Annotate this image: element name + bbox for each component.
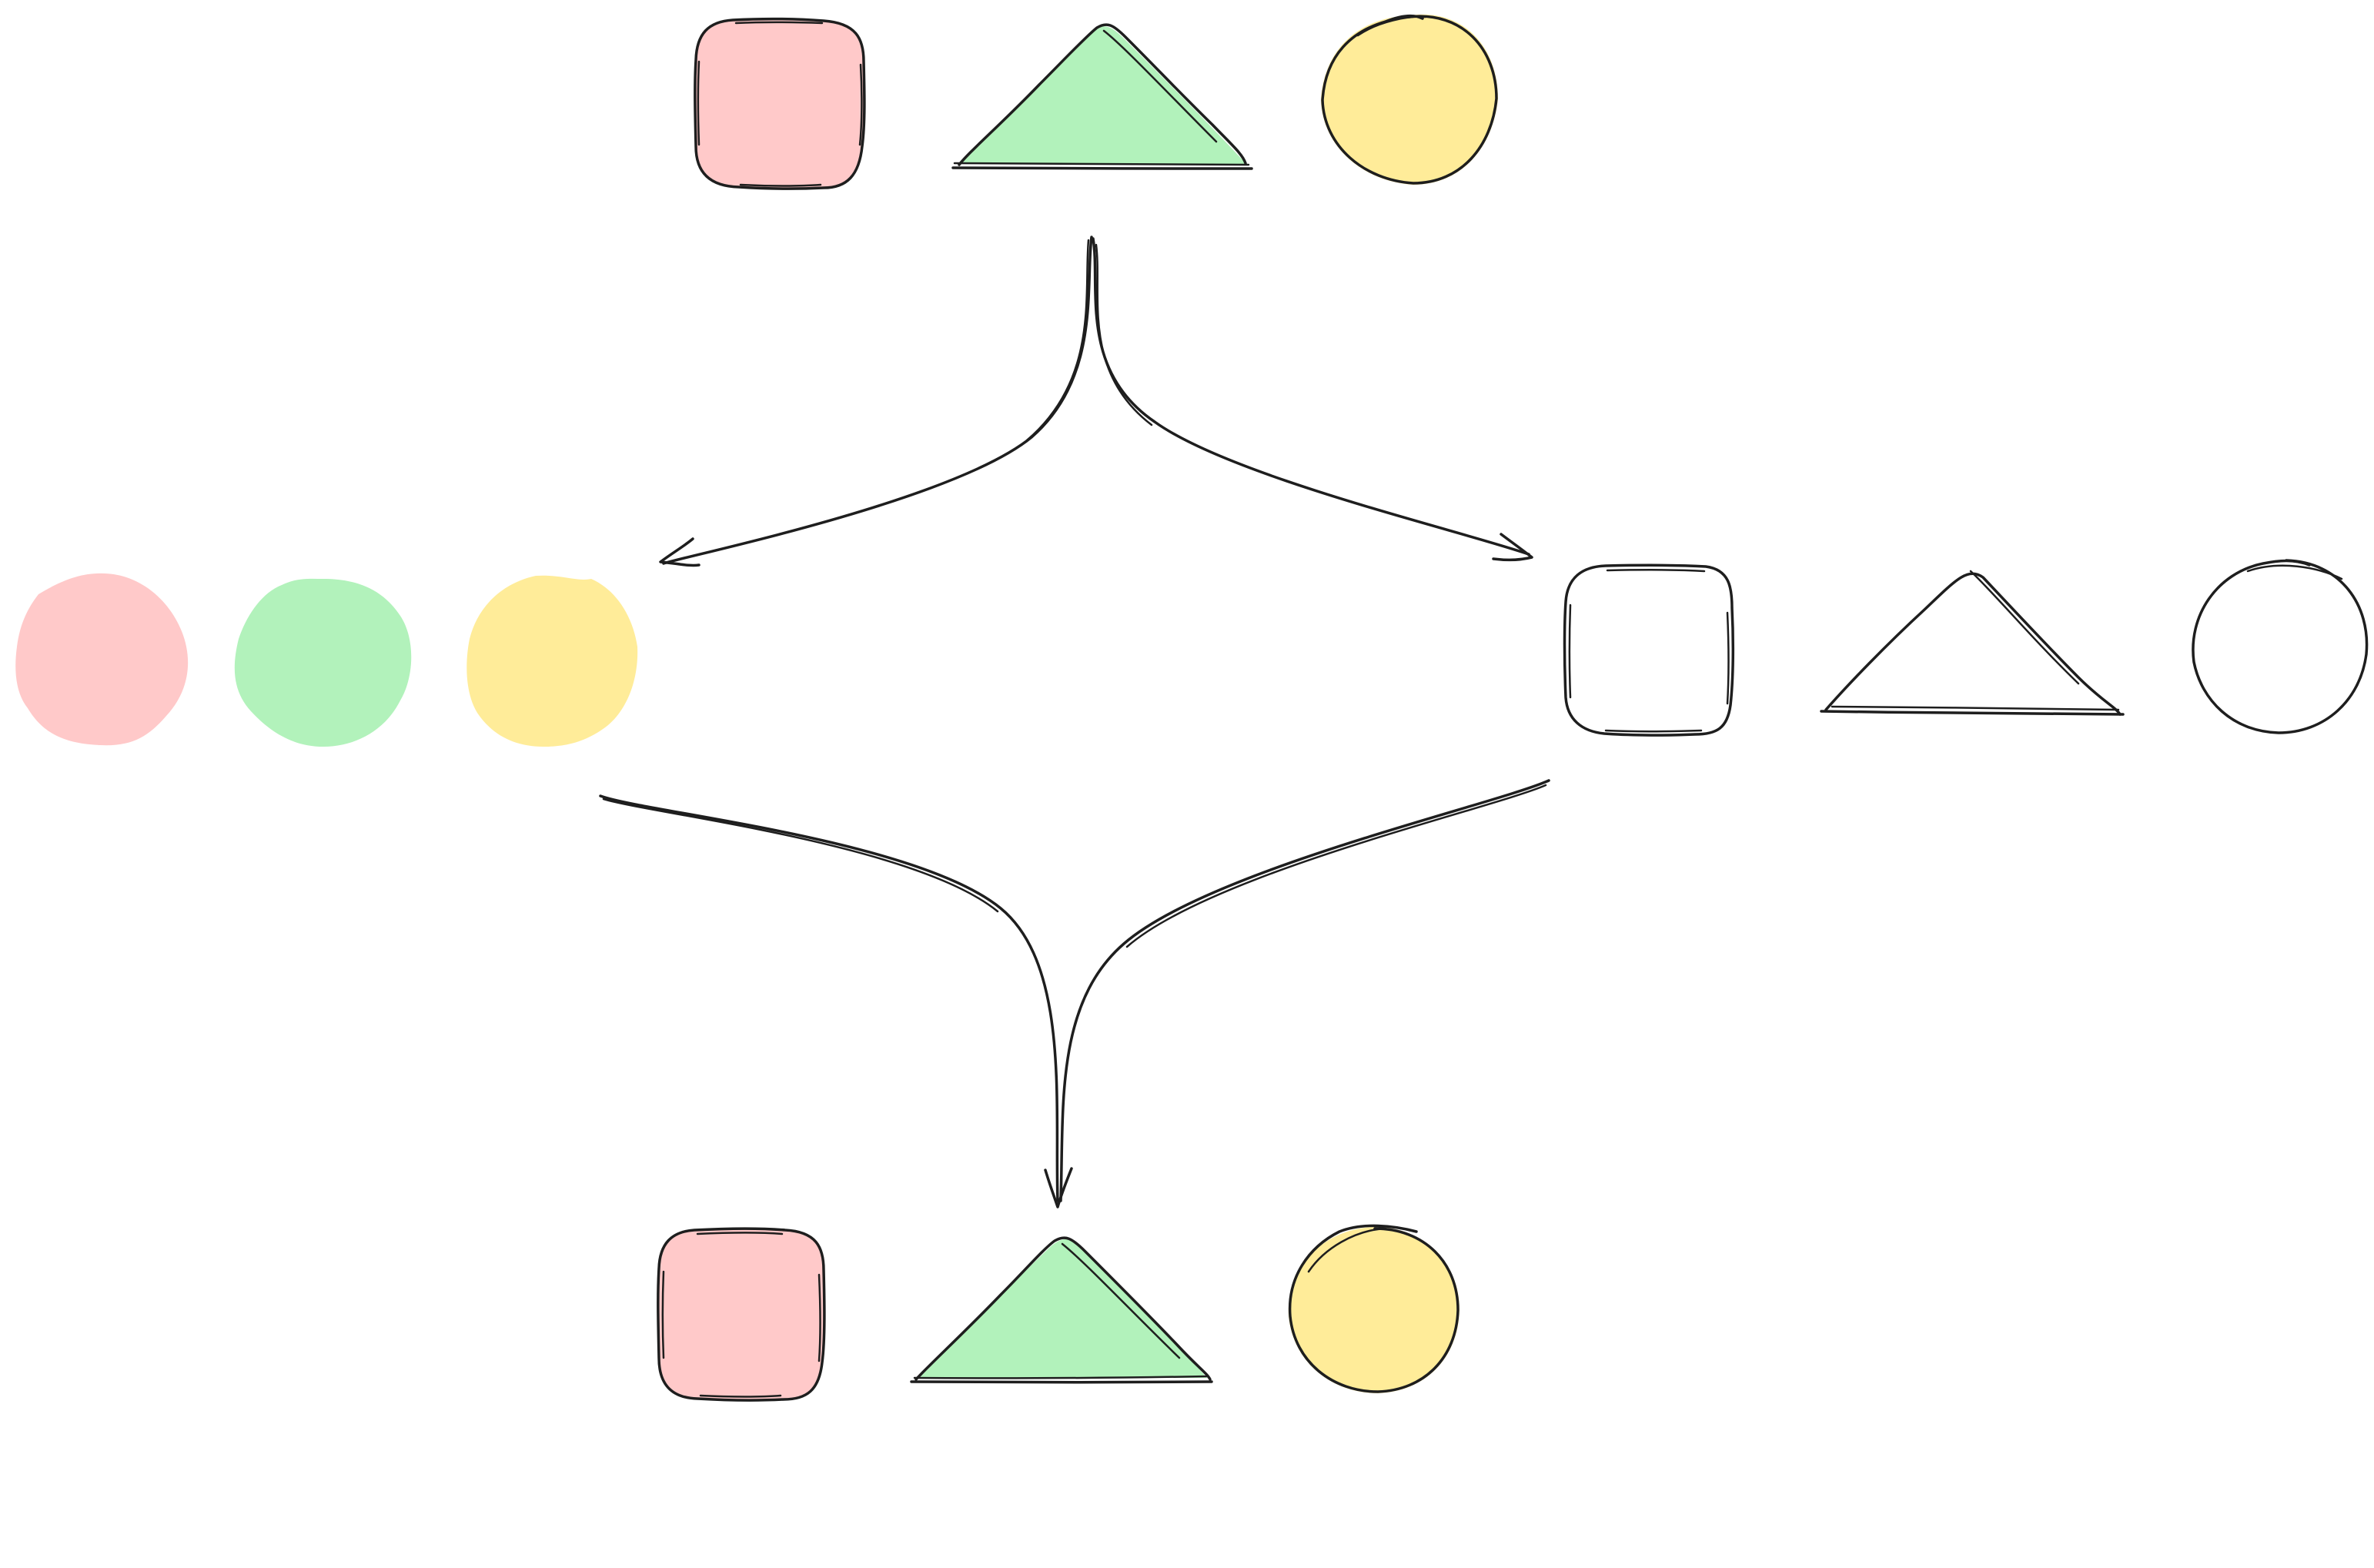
arrow-left-to-bottom xyxy=(599,794,1059,1202)
left-green-blob xyxy=(234,578,412,747)
right-outline-square xyxy=(1563,563,1735,737)
bottom-group xyxy=(657,1224,1460,1402)
arrow-right-to-bottom xyxy=(1059,779,1550,1202)
top-yellow-circle xyxy=(1321,14,1498,185)
bottom-green-triangle xyxy=(910,1236,1213,1384)
arrowhead-right xyxy=(1492,533,1533,562)
top-green-triangle xyxy=(951,23,1253,170)
right-outline-triangle xyxy=(1820,570,2125,716)
arrowhead-left xyxy=(659,537,700,567)
bottom-red-square xyxy=(657,1227,826,1402)
arrow-top-to-left xyxy=(659,236,1093,567)
arrow-top-to-right xyxy=(1092,237,1533,562)
left-red-blob xyxy=(15,573,189,746)
right-outline-circle xyxy=(2192,559,2369,734)
arrowhead-bottom xyxy=(1044,1167,1073,1209)
right-group xyxy=(1563,559,2369,737)
bottom-yellow-circle xyxy=(1288,1224,1460,1393)
top-red-square xyxy=(694,17,866,190)
top-group xyxy=(694,14,1498,190)
left-group xyxy=(15,573,638,747)
left-yellow-blob xyxy=(466,575,638,747)
